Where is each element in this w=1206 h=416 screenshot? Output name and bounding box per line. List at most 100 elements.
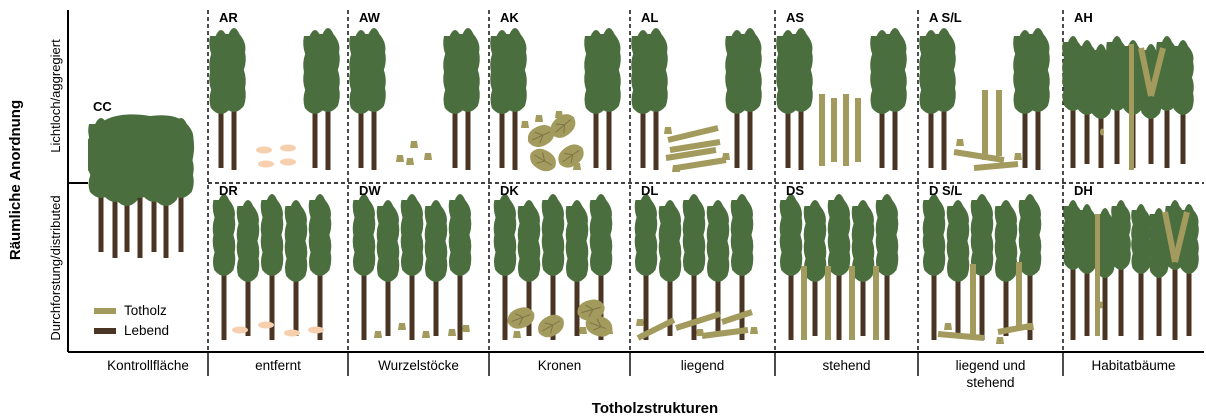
tree: [995, 200, 1018, 336]
x-category-label: liegend: [681, 358, 725, 373]
stump: [396, 155, 404, 162]
stump: [448, 329, 456, 336]
standing-deadwood: [1016, 262, 1022, 330]
tree-crown: [995, 200, 1018, 282]
stump: [462, 325, 470, 332]
tree: [597, 28, 621, 170]
habitat-cavity: [1100, 129, 1104, 136]
standing-deadwood: [825, 266, 831, 340]
stump: [944, 323, 952, 330]
tree: [1019, 194, 1042, 340]
tree: [1172, 40, 1194, 164]
tree-crown: [518, 200, 541, 282]
standing-deadwood: [819, 94, 825, 166]
panel-label: AL: [641, 10, 658, 25]
tree-crown: [285, 200, 308, 282]
tree-crown: [789, 28, 813, 112]
tree: [362, 28, 386, 170]
tree: [377, 200, 400, 336]
standing-deadwood: [873, 266, 879, 340]
row-label-aggregated: Lichtloch/aggregiert: [48, 39, 63, 153]
tree: [456, 28, 480, 170]
tree-crown: [804, 200, 827, 282]
tree-clump: [725, 28, 762, 170]
scene-ASL: [919, 28, 1050, 170]
standing-deadwood: [996, 90, 1002, 156]
tree-clump: [631, 28, 668, 170]
tree-clump: [303, 28, 340, 170]
tree-crown: [1111, 200, 1131, 270]
lying-deadwood: [998, 326, 1030, 332]
panel-label: AS: [786, 10, 804, 25]
tree-crown: [222, 28, 246, 112]
tree-crown: [503, 28, 527, 112]
tree-crown: [362, 28, 386, 112]
tree-clump: [443, 28, 480, 170]
tree-crown: [213, 194, 236, 276]
tree-crown: [1172, 40, 1194, 115]
stump: [696, 329, 704, 336]
row-label-distributed: Durchforstung/distributed: [48, 195, 63, 340]
tree: [947, 200, 970, 336]
tree-crown: [971, 194, 994, 276]
x-axis-title: Totholzstrukturen: [592, 400, 718, 416]
lying-deadwood: [676, 314, 720, 328]
tree-crown: [852, 200, 875, 282]
legend-swatch: [94, 308, 116, 314]
tree: [237, 200, 260, 336]
lying-deadwood: [722, 312, 752, 322]
scene-AH: [1062, 36, 1194, 170]
scene-AK: [490, 28, 621, 176]
removed-wood-mark: [232, 327, 248, 334]
habitat-cavity: [1099, 302, 1103, 309]
x-category-label: stehend: [822, 358, 870, 373]
panel-label: DK: [500, 183, 519, 198]
stump: [664, 127, 672, 134]
tree-clump: [349, 28, 386, 170]
tree: [213, 194, 236, 340]
tree: [883, 28, 907, 170]
scene-CC: [88, 114, 194, 258]
standing-deadwood: [831, 98, 837, 162]
stump: [956, 139, 964, 146]
stump: [424, 153, 432, 160]
habitat-tree-standing: [1095, 214, 1100, 336]
tree: [1077, 204, 1097, 336]
stump: [750, 327, 758, 334]
stump: [513, 331, 521, 338]
tree: [503, 28, 527, 170]
tree-crown: [923, 194, 946, 276]
scene-AL: [631, 28, 762, 172]
x-category-label-control: Kontrollfläche: [107, 358, 189, 373]
stump: [722, 153, 730, 160]
tree: [425, 200, 448, 336]
x-category-label: entfernt: [255, 358, 301, 373]
tree-crown: [1019, 194, 1042, 276]
stump: [605, 327, 613, 334]
lying-deadwood: [938, 334, 984, 338]
tree: [828, 194, 851, 340]
removed-wood-mark: [280, 145, 296, 152]
x-category-label: Wurzelstöcke: [378, 358, 459, 373]
scene-DL: [635, 194, 758, 340]
tree: [804, 200, 827, 336]
scene-AR: [209, 28, 340, 170]
tree-crown: [932, 28, 956, 112]
x-category-label: Kronen: [538, 358, 582, 373]
stump: [422, 331, 430, 338]
panel-label: DL: [641, 183, 658, 198]
tree: [285, 200, 308, 336]
tree: [923, 194, 946, 340]
legend-label: Totholz: [124, 303, 167, 318]
stump: [398, 323, 406, 330]
deadwood-crown: [526, 144, 560, 175]
stump: [636, 319, 644, 326]
stump: [996, 337, 1004, 344]
lying-deadwood: [676, 160, 726, 168]
tree: [449, 194, 472, 340]
tree-crown: [876, 194, 899, 276]
stump: [1014, 153, 1022, 160]
tree: [316, 28, 340, 170]
tree: [1131, 204, 1151, 340]
